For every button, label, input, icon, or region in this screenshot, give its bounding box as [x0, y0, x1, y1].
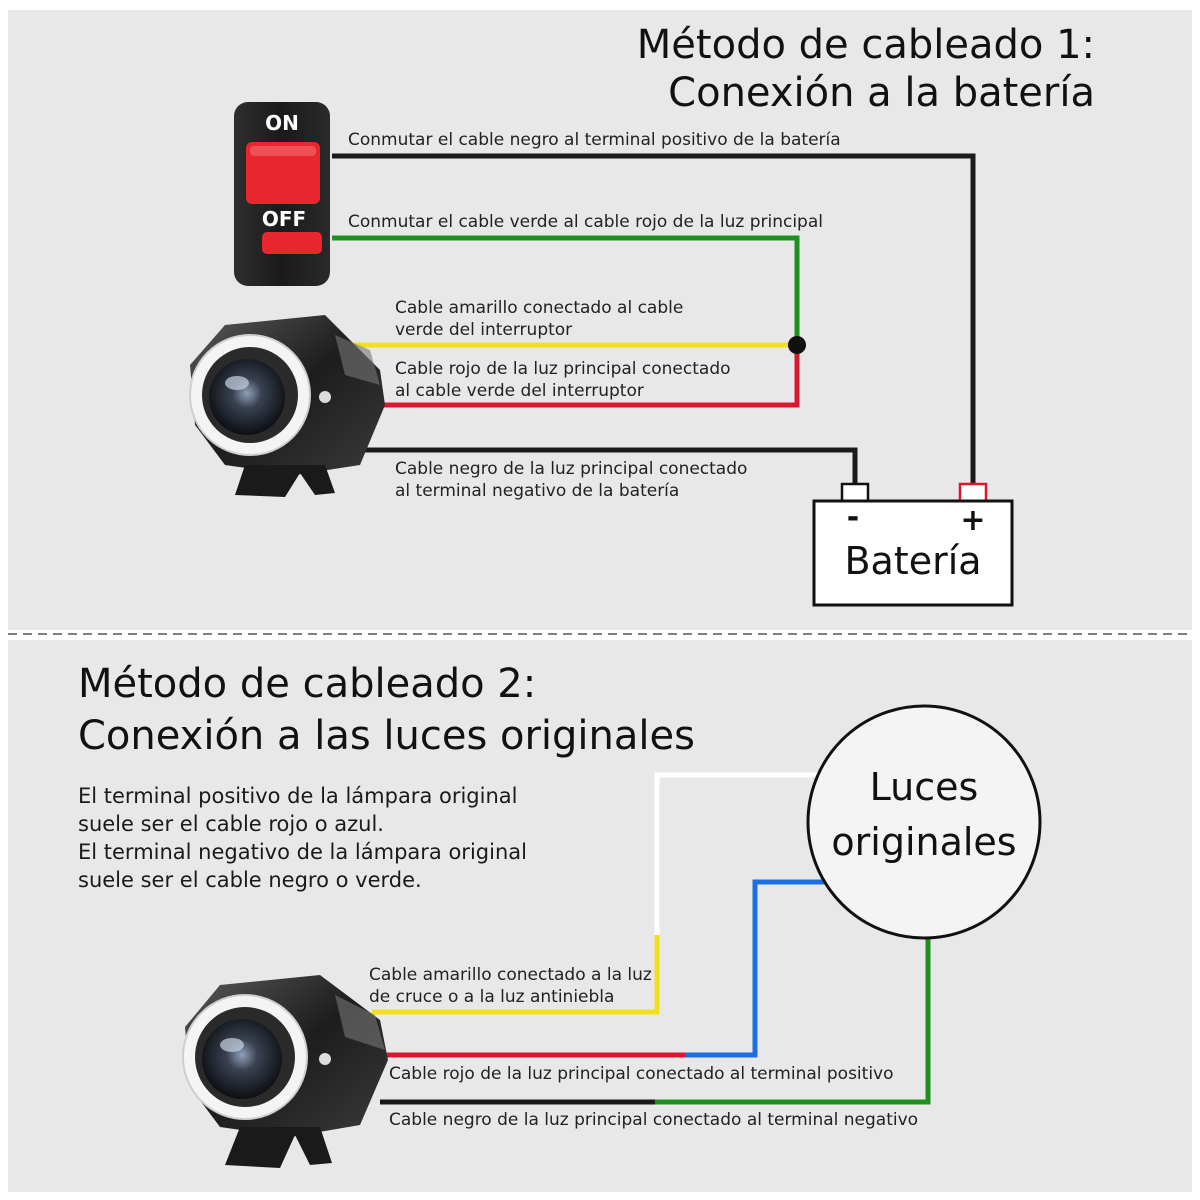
- battery-body: [812, 499, 1014, 607]
- label-green-switch: Conmutar el cable verde al cable rojo de…: [348, 212, 823, 232]
- original-lights-line2: originales: [831, 820, 1016, 864]
- method2-title-line1: Método de cableado 2:: [78, 661, 536, 707]
- switch-on-label: ON: [265, 111, 299, 135]
- label-yellow-2b: de cruce o a la luz antiniebla: [369, 987, 614, 1007]
- battery-positive-sign: +: [960, 503, 985, 538]
- rocker-switch: ON OFF: [234, 102, 330, 286]
- battery-label: Batería: [844, 539, 981, 583]
- original-lights-line1: Luces: [870, 765, 979, 809]
- white-wire: [654, 772, 825, 935]
- label-black-1a: Cable negro de la luz principal conectad…: [395, 459, 747, 479]
- label-red-1a: Cable rojo de la luz principal conectado: [395, 359, 731, 379]
- blue-wire: [685, 879, 825, 1058]
- black-lamp-wire-1: [330, 447, 858, 484]
- switch-on-button: [246, 142, 320, 204]
- method1-title-line2: Conexión a la batería: [668, 70, 1095, 116]
- green-wire-2: [655, 935, 931, 1105]
- switch-off-label: OFF: [262, 207, 306, 231]
- headlamp-image-2: [182, 975, 388, 1168]
- original-lights-circle: Luces originales: [806, 704, 1042, 940]
- label-black-2: Cable negro de la luz principal conectad…: [389, 1110, 918, 1130]
- note-line-2: suele ser el cable rojo o azul.: [78, 812, 384, 836]
- label-black-1b: al terminal negativo de la batería: [395, 481, 679, 501]
- label-black-switch: Conmutar el cable negro al terminal posi…: [348, 130, 841, 150]
- battery-positive-terminal: [958, 482, 988, 504]
- black-switch-wire: [332, 153, 976, 484]
- label-yellow-1b: verde del interruptor: [395, 320, 572, 340]
- label-yellow-2a: Cable amarillo conectado a la luz: [369, 965, 652, 985]
- yellow-wire-2: [372, 935, 660, 1015]
- label-red-1b: al cable verde del interruptor: [395, 381, 644, 401]
- red-wire-1: [362, 345, 800, 408]
- original-lights-outline: [806, 704, 1042, 940]
- headlamp-image-1: [189, 315, 385, 497]
- method1-title-line1: Método de cableado 1:: [637, 22, 1095, 68]
- green-switch-wire: [332, 235, 800, 345]
- label-red-2: Cable rojo de la luz principal conectado…: [389, 1064, 894, 1084]
- switch-off-button: [262, 232, 322, 254]
- label-yellow-1a: Cable amarillo conectado al cable: [395, 298, 683, 318]
- note-line-4: suele ser el cable negro o verde.: [78, 868, 422, 892]
- note-line-3: El terminal negativo de la lámpara origi…: [78, 840, 527, 864]
- junction-dot: [788, 336, 806, 354]
- battery: - + Batería: [812, 482, 1014, 607]
- method2-title-line2: Conexión a las luces originales: [78, 713, 695, 759]
- battery-negative-sign: -: [847, 500, 859, 535]
- note-line-1: El terminal positivo de la lámpara origi…: [78, 784, 517, 808]
